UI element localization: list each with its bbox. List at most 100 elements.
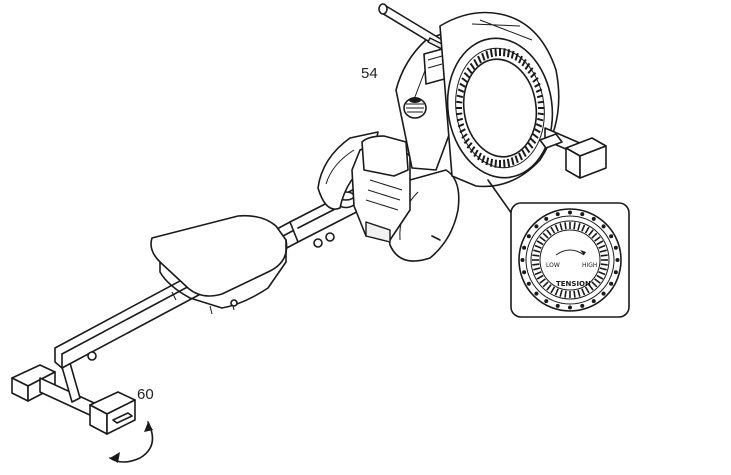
dial-tick	[599, 267, 607, 271]
dial-tooth	[520, 258, 525, 262]
dial-tick	[581, 288, 586, 296]
dial-tick	[559, 289, 563, 297]
dial-tooth	[609, 281, 614, 286]
inset-detail: LOW HIGH TENSION	[510, 202, 630, 318]
flywheel-fin	[527, 67, 534, 74]
dial-tick	[546, 229, 552, 236]
flywheel-fin	[510, 50, 515, 59]
flywheel-fin	[469, 62, 476, 70]
dial-tick	[532, 254, 540, 257]
dial-tick	[588, 229, 594, 236]
flywheel-fin	[534, 82, 541, 88]
dial-tooth	[544, 216, 549, 221]
dial-tick	[550, 226, 556, 234]
dial-tick	[542, 281, 549, 288]
flywheel-fin	[461, 77, 468, 83]
dial-tooth	[580, 212, 585, 217]
dial-tooth	[534, 291, 539, 296]
dial-tick	[554, 288, 559, 296]
flywheel-fin	[463, 137, 470, 144]
flywheel-fin	[459, 82, 466, 88]
dial-tooth	[568, 305, 572, 310]
flywheel-fin	[456, 112, 463, 116]
dial-tick	[534, 271, 542, 276]
flywheel-fin	[527, 142, 534, 149]
dial-tick	[594, 236, 601, 242]
front-foot-stand	[539, 127, 607, 179]
flywheel-fin	[466, 67, 473, 74]
dial-tooth	[534, 224, 539, 229]
dial-tooth	[613, 245, 618, 250]
seat	[150, 214, 288, 315]
dial-tick	[559, 223, 563, 231]
dial-tick	[573, 290, 576, 298]
rotation-arrow	[109, 421, 154, 463]
flywheel-housing	[439, 11, 560, 188]
dial-tick	[550, 286, 556, 294]
dial-tick	[584, 286, 590, 294]
flywheel-fin	[477, 152, 482, 161]
dial-tooth	[555, 212, 560, 217]
dial-tick	[600, 254, 608, 257]
dial-tick	[584, 226, 590, 234]
flywheel-fin	[524, 62, 531, 70]
dial-tooth	[522, 245, 527, 250]
rear-foot-stand	[11, 362, 136, 435]
flywheel-fin	[456, 100, 463, 104]
flywheel-fin	[530, 72, 537, 79]
dial-tick	[600, 263, 608, 266]
dial-tick	[534, 244, 542, 249]
flywheel-fin	[502, 48, 506, 57]
dial-tick	[542, 232, 549, 239]
dial-tick	[539, 236, 546, 242]
flywheel-fin	[473, 149, 479, 158]
dial-tick	[533, 267, 541, 271]
rear-foot-cap	[112, 412, 133, 424]
flywheel-fin	[485, 50, 490, 59]
flywheel-fin	[489, 49, 494, 58]
inset-high-label: HIGH	[582, 262, 597, 269]
flywheel-fin	[532, 77, 539, 83]
flywheel-fin	[461, 133, 468, 139]
flywheel-fin	[534, 128, 541, 134]
dial-tooth	[526, 234, 531, 239]
dial-tick	[536, 274, 544, 280]
dial-tick	[536, 240, 544, 246]
dial-tooth	[591, 216, 596, 221]
dial-tick	[573, 222, 576, 230]
flywheel-fin	[489, 158, 494, 167]
flywheel-fin	[494, 159, 498, 168]
inset-low-label: LOW	[546, 262, 560, 269]
dial-tooth	[522, 270, 527, 275]
flywheel-fins	[456, 48, 544, 168]
dial-tick	[599, 249, 607, 253]
flywheel-fin	[494, 48, 498, 57]
dial-tick	[596, 240, 604, 246]
flywheel-fin	[485, 157, 490, 166]
flywheel-fin	[477, 55, 482, 64]
dial-tick	[546, 284, 552, 291]
inset-leader-line	[487, 179, 513, 215]
dial-tick	[581, 224, 586, 232]
dial-tooth	[568, 210, 572, 215]
dial-tooth	[601, 224, 606, 229]
flywheel-fin	[463, 72, 470, 79]
flywheel-fin	[473, 58, 479, 67]
dial-tick	[598, 244, 606, 249]
dial-tick	[564, 222, 567, 230]
dial-tick	[596, 274, 604, 280]
dial-tick	[588, 284, 594, 291]
flywheel-fin	[457, 123, 465, 128]
dial-tooth	[613, 270, 618, 275]
flywheel-fin	[518, 55, 523, 64]
dial-tick	[591, 232, 598, 239]
inset-dial-ticks	[532, 222, 608, 298]
callout-label-54: 54	[361, 65, 378, 82]
flywheel-fin	[536, 94, 544, 99]
flywheel-fin	[532, 133, 539, 139]
dial-tooth	[544, 299, 549, 304]
tension-knob[interactable]	[403, 97, 427, 119]
dial-tick	[577, 223, 581, 231]
dial-tooth	[526, 281, 531, 286]
